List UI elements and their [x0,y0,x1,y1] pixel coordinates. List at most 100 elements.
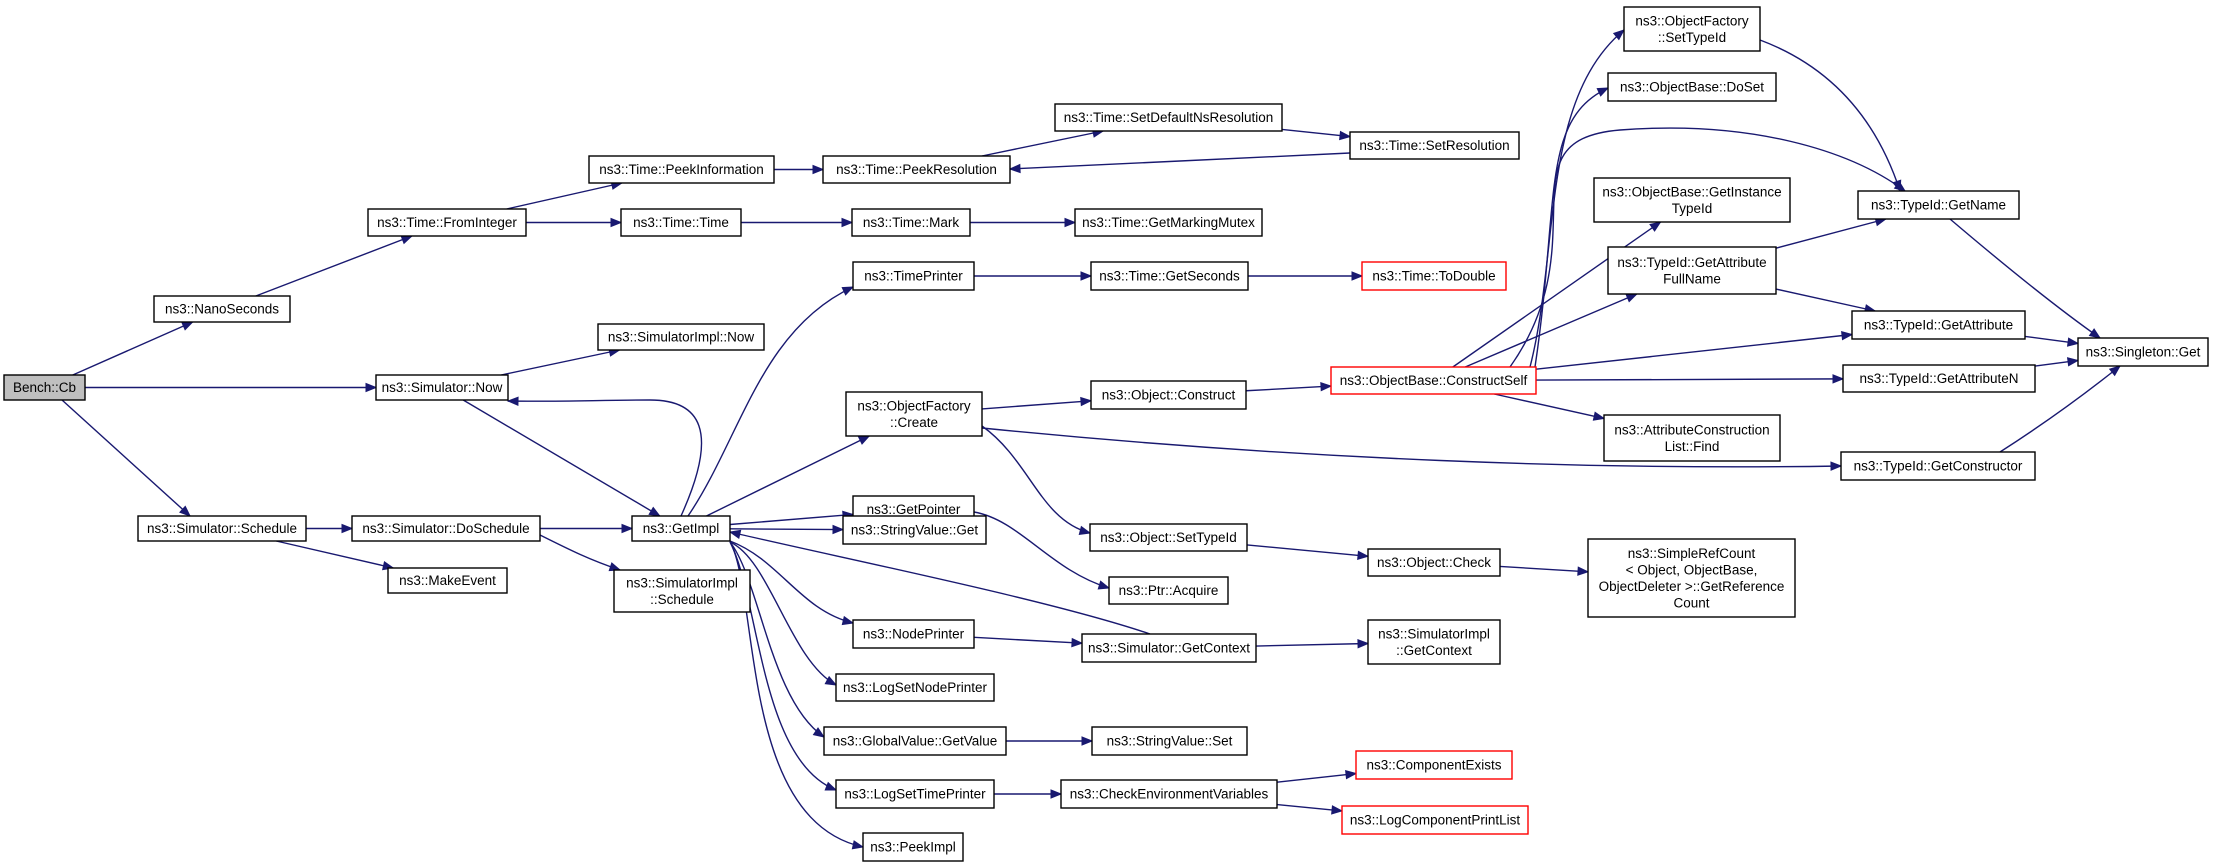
node-box [1603,414,1781,462]
node-box [1607,246,1777,295]
node-object_check[interactable]: ns3::Object::Check [1367,548,1501,577]
node-objbase_doset[interactable]: ns3::ObjectBase::DoSet [1607,72,1777,102]
node-time_peekinfo[interactable]: ns3::Time::PeekInformation [588,155,775,184]
node-simimpl_schedule[interactable]: ns3::SimulatorImpl::Schedule [613,569,751,613]
node-simimpl_now[interactable]: ns3::SimulatorImpl::Now [597,323,765,351]
edge-timeprinter-to-time_getseconds [974,271,1093,281]
node-logcomponentprintlist[interactable]: ns3::LogComponentPrintList [1341,805,1529,835]
node-bench[interactable]: Bench::Cb [3,374,86,401]
node-time_setdefaultns[interactable]: ns3::Time::SetDefaultNsResolution [1054,103,1283,132]
edge-line [706,435,870,517]
node-label: ns3::TypeId::GetName [1871,198,2006,213]
node-label: ns3::TypeId::GetConstructor [1854,459,2023,474]
edge-objbase_constructself-to-attrconstructionlist_find [1494,393,1606,421]
node-box [1623,6,1761,52]
node-label: ::Schedule [650,592,714,607]
edge-arrowhead [1097,580,1111,590]
edge-line [1452,221,1661,368]
node-label: ns3::StringValue::Get [851,523,979,538]
node-box [1607,72,1777,102]
edge-checkenvvars-to-componentexists [1276,769,1358,783]
edge-getimpl-to-nodeprinter [729,540,855,626]
node-object_construct[interactable]: ns3::Object::Construct [1090,380,1247,410]
node-timeprinter[interactable]: ns3::TimePrinter [852,261,975,291]
node-label: ns3::GetImpl [643,521,720,536]
node-ptr_acquire[interactable]: ns3::Ptr::Acquire [1108,576,1229,605]
edge-arrowhead [621,523,634,534]
node-objbase_constructself[interactable]: ns3::ObjectBase::ConstructSelf [1330,366,1537,395]
node-box [613,569,751,613]
edge-objbase_constructself-to-typeid_getattribute [1535,330,1854,370]
node-singleton_get[interactable]: ns3::Singleton::Get [2077,337,2209,367]
node-sim_now[interactable]: ns3::Simulator::Now [375,374,509,401]
node-label: ns3::ComponentExists [1366,758,1501,773]
node-nodeprinter[interactable]: ns3::NodePrinter [852,619,975,649]
node-label: ns3::StringValue::Set [1107,734,1233,749]
node-checkenvvars[interactable]: ns3::CheckEnvironmentVariables [1060,779,1278,809]
node-globalvalue_getvalue[interactable]: ns3::GlobalValue::GetValue [823,726,1007,756]
node-stringvalue_get[interactable]: ns3::StringValue::Get [842,515,987,545]
node-logsettimeprinter[interactable]: ns3::LogSetTimePrinter [835,779,995,809]
node-box [1090,261,1249,291]
node-componentexists[interactable]: ns3::ComponentExists [1355,750,1513,780]
edge-objfactory_settypeid-to-typeid_getname [1759,39,1902,193]
node-typeid_getattribute[interactable]: ns3::TypeId::GetAttribute [1851,310,2026,340]
node-sim_getcontext[interactable]: ns3::Simulator::GetContext [1081,633,1257,663]
node-label: ns3::Simulator::DoSchedule [362,521,529,536]
node-typeid_getconstructor[interactable]: ns3::TypeId::GetConstructor [1840,451,2036,481]
node-sim_doschedule[interactable]: ns3::Simulator::DoSchedule [351,515,541,542]
edge-object_check-to-simplerefcount [1499,565,1590,576]
node-label: ns3::GetPointer [867,502,961,517]
edge-objfactory_create-to-object_construct [981,396,1093,410]
node-getimpl[interactable]: ns3::GetImpl [631,515,731,542]
node-time_time[interactable]: ns3::Time::Time [620,208,742,237]
node-time_setresolution[interactable]: ns3::Time::SetResolution [1349,131,1520,160]
edge-time_fromint-to-time_peekinfo [506,180,624,210]
node-time_peekres[interactable]: ns3::Time::PeekResolution [822,155,1011,184]
edge-arrowhead [400,235,414,245]
edge-time_peekres-to-time_setdefaultns [981,128,1105,157]
node-box [852,261,975,291]
node-makeevent[interactable]: ns3::MakeEvent [387,567,508,594]
node-nanoseconds[interactable]: ns3::NanoSeconds [153,295,291,323]
edge-arrowhead [824,781,838,791]
node-sim_schedule[interactable]: ns3::Simulator::Schedule [137,515,307,542]
node-label: ns3::LogComponentPrintList [1350,813,1521,828]
node-label: ns3::TypeId::GetAttribute [1864,318,2013,333]
node-time_todouble[interactable]: ns3::Time::ToDouble [1361,261,1507,291]
edge-getimpl-to-stringvalue_get [729,524,845,535]
node-simplerefcount[interactable]: ns3::SimpleRefCount< Object, ObjectBase,… [1587,538,1796,618]
edge-line [72,321,193,376]
node-label: ns3::Object::Construct [1102,388,1236,403]
edge-line [729,513,854,526]
edge-nanoseconds-to-time_fromint [255,235,414,297]
node-object_settypeid[interactable]: ns3::Object::SetTypeId [1089,523,1248,552]
node-box [1842,364,2036,393]
edge-objbase_constructself-to-objbase_doset [1534,87,1610,368]
node-logsetnodeprinter[interactable]: ns3::LogSetNodePrinter [835,673,995,702]
node-time_mark[interactable]: ns3::Time::Mark [851,208,971,237]
node-box [1081,633,1257,663]
node-objfactory_create[interactable]: ns3::ObjectFactory::Create [845,391,983,437]
edge-line [1464,293,1638,368]
node-box [1341,805,1529,835]
node-box [845,391,983,437]
node-typeid_getname[interactable]: ns3::TypeId::GetName [1857,190,2020,220]
node-time_getmarkingmutex[interactable]: ns3::Time::GetMarkingMutex [1074,208,1263,237]
node-simimpl_getcontext[interactable]: ns3::SimulatorImpl::GetContext [1367,619,1501,665]
edge-time_fromint-to-time_time [526,217,623,228]
edge-arrowhead [1345,769,1358,780]
node-objfactory_settypeid[interactable]: ns3::ObjectFactory::SetTypeId [1623,6,1761,52]
edge-time_time-to-time_mark [741,217,854,228]
node-time_getseconds[interactable]: ns3::Time::GetSeconds [1090,261,1249,291]
node-label: ns3::CheckEnvironmentVariables [1070,787,1269,802]
node-label: ns3::Simulator::Schedule [147,521,297,536]
node-stringvalue_set[interactable]: ns3::StringValue::Set [1091,726,1248,756]
edge-sim_doschedule-to-getimpl [540,523,634,534]
node-peekimpl[interactable]: ns3::PeekImpl [862,832,964,862]
node-typeid_getattributen[interactable]: ns3::TypeId::GetAttributeN [1842,364,2036,393]
node-time_fromint[interactable]: ns3::Time::FromInteger [367,208,527,237]
